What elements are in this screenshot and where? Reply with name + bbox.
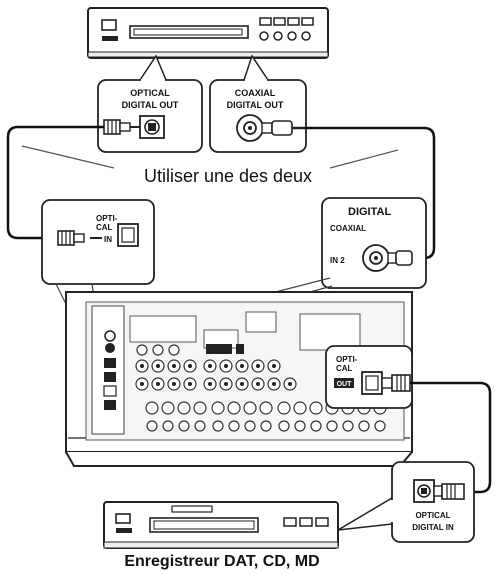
callout-optical-digital-in: OPTICAL DIGITAL IN — [337, 461, 475, 543]
optical-digital-out-label-2: DIGITAL OUT — [122, 100, 179, 110]
callout-optical-in: OPTI- CAL IN — [41, 199, 155, 285]
optical-digital-in-label-2: DIGITAL IN — [412, 523, 454, 532]
optical-out-label-1: OPTI- — [336, 355, 358, 364]
callout-optical-out: OPTI- CAL OUT — [325, 345, 413, 409]
coaxial-digital-out-label-2: DIGITAL OUT — [227, 100, 284, 110]
use-one-label: Utiliser une des deux — [144, 166, 312, 186]
callout-coaxial-digital-out: COAXIAL DIGITAL OUT — [209, 54, 307, 153]
optical-cable-source — [6, 125, 104, 240]
in2-label: IN 2 — [330, 256, 345, 265]
optical-cable-recorder — [410, 381, 492, 494]
optical-digital-out-label-1: OPTICAL — [130, 88, 170, 98]
optical-in-label-2: CAL — [96, 223, 113, 232]
callout-optical-digital-out: OPTICAL DIGITAL OUT — [97, 54, 203, 153]
coaxial-cable-source — [304, 126, 436, 260]
use-one-bracket — [21, 145, 399, 169]
optical-in-label-3: IN — [104, 235, 112, 244]
optical-out-label-2: CAL — [336, 364, 353, 373]
source-player — [87, 7, 329, 59]
rca-jacks — [135, 344, 387, 432]
callout-digital-coaxial-in2: DIGITAL COAXIAL IN 2 — [321, 197, 427, 289]
coaxial-digital-out-label-1: COAXIAL — [235, 88, 276, 98]
optical-digital-in-label-1: OPTICAL — [415, 511, 450, 520]
recorder-device — [103, 501, 339, 549]
digital-label: DIGITAL — [348, 206, 391, 218]
out-label: OUT — [337, 381, 353, 388]
recorder-caption: Enregistreur DAT, CD, MD — [124, 553, 319, 570]
coaxial-label: COAXIAL — [330, 224, 366, 233]
optical-in-label-1: OPTI- — [96, 214, 118, 223]
